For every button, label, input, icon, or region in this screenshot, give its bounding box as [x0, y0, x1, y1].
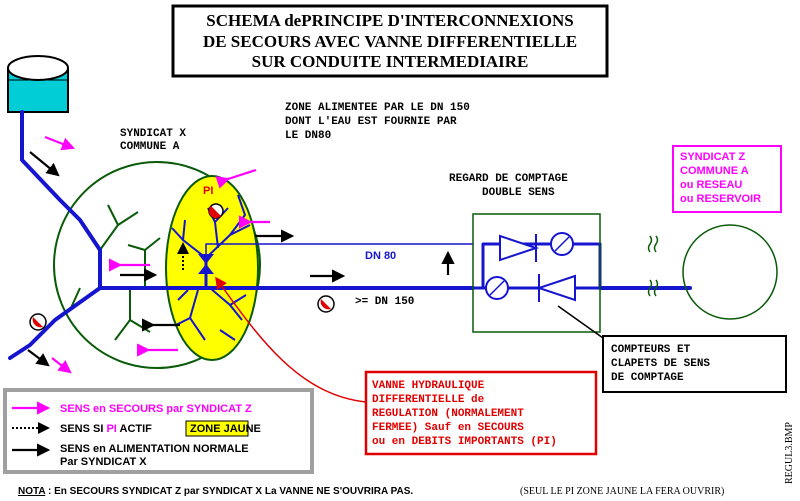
vanne-line4: FERMEE) Sauf en SECOURS — [372, 422, 524, 434]
vanne-line3: REGULATION (NORMALEMENT — [372, 408, 524, 420]
legend-normale-line1: SENS en ALIMENTATION NORMALE — [60, 443, 249, 455]
vanne-line5: ou en DEBITS IMPORTANTS (PI) — [372, 436, 557, 448]
compteurs-line3: DE COMPTAGE — [611, 372, 684, 384]
legend-box: SENS en SECOURS par SYNDICAT Z SENS SI P… — [3, 388, 314, 474]
footer-nota: NOTA — [18, 486, 45, 497]
legend-pi-word: PI — [106, 423, 116, 435]
compteurs-box: COMPTEURS ET CLAPETS DE SENS DE COMPTAGE — [557, 305, 787, 393]
syndicat-z-line2: COMMUNE A — [680, 165, 749, 177]
flow-arrows — [27, 135, 455, 374]
legend-pi-prefix: SENS SI — [60, 423, 106, 435]
title-line1: SCHEMA dePRINCIPE D'INTERCONNEXIONS — [206, 11, 573, 30]
zone-note-line1: ZONE ALIMENTEE PAR LE DN 150 — [285, 102, 470, 114]
pipe-network — [8, 110, 692, 360]
svg-text:NOTA : En SECOURS SYNDICAT Z: NOTA : En SECOURS SYNDICAT Z par SYNDICA… — [18, 486, 413, 497]
dn150-label: >= DN 150 — [355, 296, 414, 308]
svg-text:SENS SI PI ACTIF: SENS SI PI ACTIF — [60, 423, 152, 435]
pi-hydrant: PI — [203, 185, 224, 219]
syndicat-z-line3: ou RESEAU — [680, 179, 742, 191]
file-label: REGUL3.BMP — [784, 422, 795, 484]
compteurs-line2: CLAPETS DE SENS — [611, 358, 710, 370]
vanne-line1: VANNE HYDRAULIQUE — [372, 380, 485, 392]
pipe-break-marks — [647, 235, 659, 297]
pi-label: PI — [203, 185, 213, 197]
legend-normale-line2: Par SYNDICAT X — [60, 456, 147, 468]
syndicat-z-line1: SYNDICAT Z — [680, 151, 745, 163]
regard-line2: DOUBLE SENS — [482, 187, 555, 199]
reservoir-tank — [7, 55, 69, 113]
commune-a-label: COMMUNE A — [120, 141, 180, 153]
valve-left — [29, 313, 47, 331]
dn80-label: DN 80 — [365, 250, 396, 262]
legend-zone-jaune: ZONE JAUNE — [190, 423, 261, 435]
legend-secours: SENS en SECOURS par SYNDICAT Z — [60, 403, 252, 415]
meters-and-check-valves — [485, 232, 576, 302]
compteurs-line1: COMPTEURS ET — [611, 344, 691, 356]
zone-note-line3: LE DN80 — [285, 130, 331, 142]
syndicat-z-network — [682, 224, 778, 320]
title-line3: SUR CONDUITE INTERMEDIAIRE — [252, 52, 529, 71]
vanne-box: VANNE HYDRAULIQUE DIFFERENTIELLE de REGU… — [215, 276, 598, 456]
vanne-line2: DIFFERENTIELLE de — [372, 394, 485, 406]
valve-main — [317, 295, 335, 313]
syndicat-x-label: SYNDICAT X — [120, 128, 186, 140]
yellow-zone-branches — [171, 194, 251, 341]
title-box: SCHEMA dePRINCIPE D'INTERCONNEXIONS DE S… — [171, 4, 609, 78]
syndicat-z-box: SYNDICAT Z COMMUNE A ou RESEAU ou RESERV… — [672, 145, 782, 213]
title-line2: DE SECOURS AVEC VANNE DIFFERENTIELLE — [203, 32, 577, 51]
footer-text: : En SECOURS SYNDICAT Z par SYNDICAT X L… — [45, 486, 413, 497]
differential-valve — [198, 254, 214, 274]
yellow-zone — [165, 175, 259, 361]
footer-note: NOTA : En SECOURS SYNDICAT Z par SYNDICA… — [18, 486, 724, 497]
legend-pi-middle: ACTIF — [117, 423, 152, 435]
regard-de-comptage: REGARD DE COMPTAGE DOUBLE SENS — [449, 173, 601, 333]
syndicat-z-line4: ou RESERVOIR — [680, 193, 761, 205]
syndicat-x-network — [53, 161, 261, 369]
zone-note: ZONE ALIMENTEE PAR LE DN 150 DONT L'EAU … — [285, 102, 470, 142]
regard-line1: REGARD DE COMPTAGE — [449, 173, 568, 185]
footer-paren: (SEUL LE PI ZONE JAUNE LA FERA OUVRIR) — [520, 486, 724, 497]
zone-note-line2: DONT L'EAU EST FOURNIE PAR — [285, 116, 457, 128]
